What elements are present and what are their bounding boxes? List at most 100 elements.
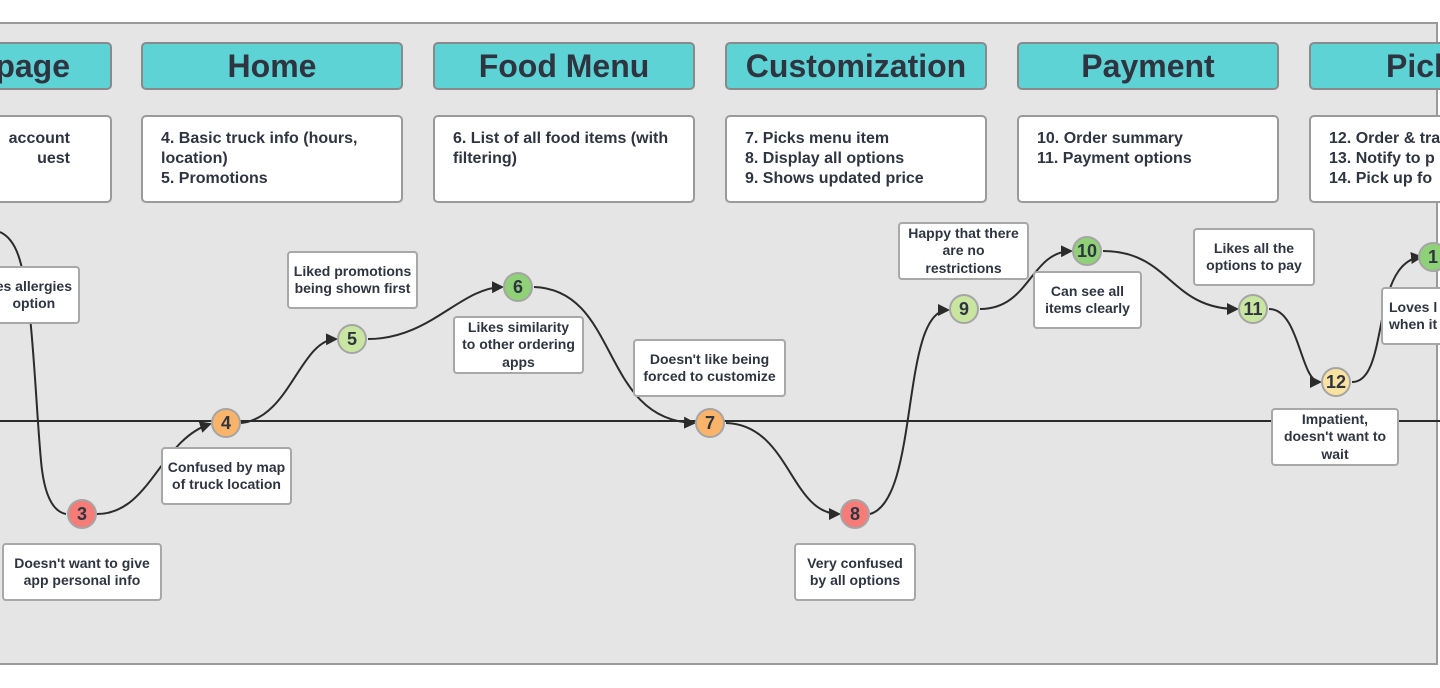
journey-edge bbox=[869, 304, 950, 515]
journey-edge bbox=[533, 286, 696, 429]
journey-node-circle bbox=[840, 499, 870, 529]
emotion-note-line: app personal info bbox=[23, 572, 141, 588]
emotion-note-line: doesn't want to bbox=[1283, 428, 1387, 445]
journey-node-label: 8 bbox=[850, 504, 860, 524]
journey-edge bbox=[979, 245, 1073, 310]
journey-node-circle bbox=[67, 499, 97, 529]
stage-step: 11. Payment options bbox=[1037, 150, 1192, 167]
stage-step: filtering) bbox=[453, 150, 517, 167]
stage-step: 5. Promotions bbox=[161, 170, 268, 187]
stage-step: 8. Display all options bbox=[745, 150, 905, 167]
emotion-note-line: being shown first bbox=[294, 280, 411, 296]
emotion-note-line: Confused by map bbox=[167, 458, 286, 475]
stage-description: 6. List of all food items (with filtering… bbox=[433, 115, 695, 203]
stage-description: account uest bbox=[0, 115, 112, 203]
stage-header: Pick bbox=[1309, 42, 1440, 90]
journey-node-6: 6 bbox=[503, 272, 533, 302]
journey-edge bbox=[0, 231, 67, 515]
journey-edge bbox=[240, 333, 338, 424]
stage-header: page bbox=[0, 42, 112, 90]
journey-node-circle bbox=[695, 408, 725, 438]
journey-node-11: 11 bbox=[1238, 294, 1268, 324]
emotion-note-line: Doesn't like being bbox=[649, 350, 770, 367]
stage-header: Food Menu bbox=[433, 42, 695, 90]
journey-edge bbox=[1268, 308, 1322, 388]
stage-description: 4. Basic truck info (hours,location)5. P… bbox=[141, 115, 403, 203]
journey-node-label: 9 bbox=[959, 299, 969, 319]
journey-edge bbox=[96, 421, 212, 515]
stage-step: 10. Order summary bbox=[1037, 130, 1183, 147]
emotion-note-line: by all options bbox=[809, 572, 901, 588]
journey-node-9: 9 bbox=[949, 294, 979, 324]
emotion-note-line: Can see all bbox=[1050, 282, 1125, 299]
journey-node-5: 5 bbox=[337, 324, 367, 354]
journey-node-circle bbox=[503, 272, 533, 302]
journey-node-label: 1 bbox=[1428, 247, 1438, 267]
emotion-note-line: Likes similarity bbox=[467, 318, 570, 335]
emotion-note-line: option bbox=[12, 295, 56, 311]
journey-node-8: 8 bbox=[840, 499, 870, 529]
journey-node-circle bbox=[211, 408, 241, 438]
journey-node-circle bbox=[337, 324, 367, 354]
journey-node-1: 1 bbox=[1418, 242, 1440, 272]
journey-edge bbox=[367, 281, 504, 340]
journey-edge bbox=[725, 422, 841, 520]
emotion-note-line: of truck location bbox=[172, 476, 281, 492]
stage-header: Home bbox=[141, 42, 403, 90]
emotion-note-line: Very confused bbox=[807, 554, 903, 571]
stage-step: 9. Shows updated price bbox=[745, 170, 924, 187]
journey-node-7: 7 bbox=[695, 408, 725, 438]
emotion-note-line: wait bbox=[1321, 445, 1349, 462]
journey-node-10: 10 bbox=[1072, 236, 1102, 266]
journey-node-label: 4 bbox=[221, 413, 231, 433]
emotion-note-line: restrictions bbox=[925, 259, 1002, 276]
stage-description: 10. Order summary 11. Payment options bbox=[1017, 115, 1279, 203]
journey-node-label: 7 bbox=[705, 413, 715, 433]
stage-step: uest bbox=[37, 150, 70, 167]
journey-node-12: 12 bbox=[1321, 367, 1351, 397]
journey-edge bbox=[1102, 250, 1239, 315]
journey-node-label: 6 bbox=[513, 277, 523, 297]
emotion-note-line: Likes all the bbox=[1213, 239, 1295, 256]
emotion-note-line: es allergies bbox=[0, 277, 72, 294]
stage-step: account bbox=[8, 130, 70, 147]
journey-node-circle bbox=[1418, 242, 1440, 272]
journey-node-circle bbox=[1072, 236, 1102, 266]
stage-step: location) bbox=[161, 150, 228, 167]
stage-step: 14. Pick up fo bbox=[1329, 170, 1433, 187]
emotion-note-line: when it bbox=[1389, 316, 1438, 332]
emotion-note-line: forced to customize bbox=[643, 368, 776, 384]
emotion-note-line: Happy that there bbox=[908, 224, 1019, 241]
journey-node-circle bbox=[1321, 367, 1351, 397]
stage-step: 6. List of all food items (with bbox=[453, 130, 669, 147]
stage-header: Payment bbox=[1017, 42, 1279, 90]
emotion-note-line: options to pay bbox=[1206, 257, 1302, 273]
journey-node-4: 4 bbox=[211, 408, 241, 438]
stage-header: Customization bbox=[725, 42, 987, 90]
